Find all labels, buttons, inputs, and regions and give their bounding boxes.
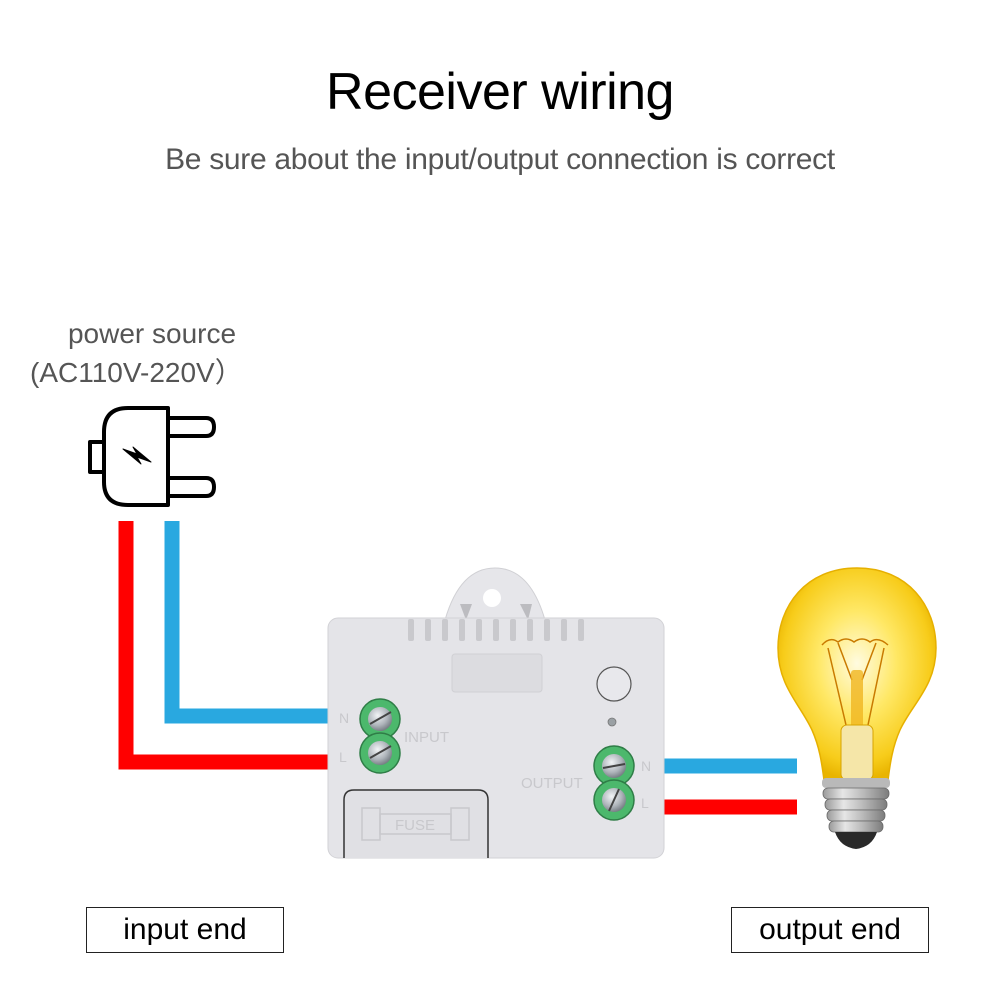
input-end-label: input end	[86, 907, 284, 953]
mounting-hole	[483, 589, 501, 607]
page-title: Receiver wiring	[326, 63, 674, 121]
light-bulb-icon	[777, 567, 937, 849]
ventilation-slots	[408, 619, 584, 641]
page-subtitle: Be sure about the input/output connectio…	[165, 143, 835, 176]
output-label: OUTPUT	[521, 775, 583, 792]
fuse-label: FUSE	[395, 817, 435, 834]
input-terminal-block	[359, 698, 401, 774]
pairing-button[interactable]	[596, 666, 632, 702]
power-source-label: power source	[67, 318, 237, 349]
power-plug-icon	[88, 406, 216, 507]
output-l-label: L	[641, 795, 649, 811]
output-terminal-block	[593, 745, 635, 821]
input-n-label: N	[339, 710, 349, 726]
input-neutral-wire	[164, 521, 330, 724]
power-source-voltage: (AC110V-220V）	[30, 357, 243, 388]
output-n-label: N	[641, 758, 651, 774]
input-l-label: L	[339, 749, 347, 765]
output-end-label: output end	[731, 907, 929, 953]
input-live-wire	[118, 521, 330, 770]
status-led	[607, 717, 617, 727]
receiver-module: FUSE N L INPUT N L OUTPUT	[327, 567, 665, 859]
input-label: INPUT	[404, 729, 449, 746]
